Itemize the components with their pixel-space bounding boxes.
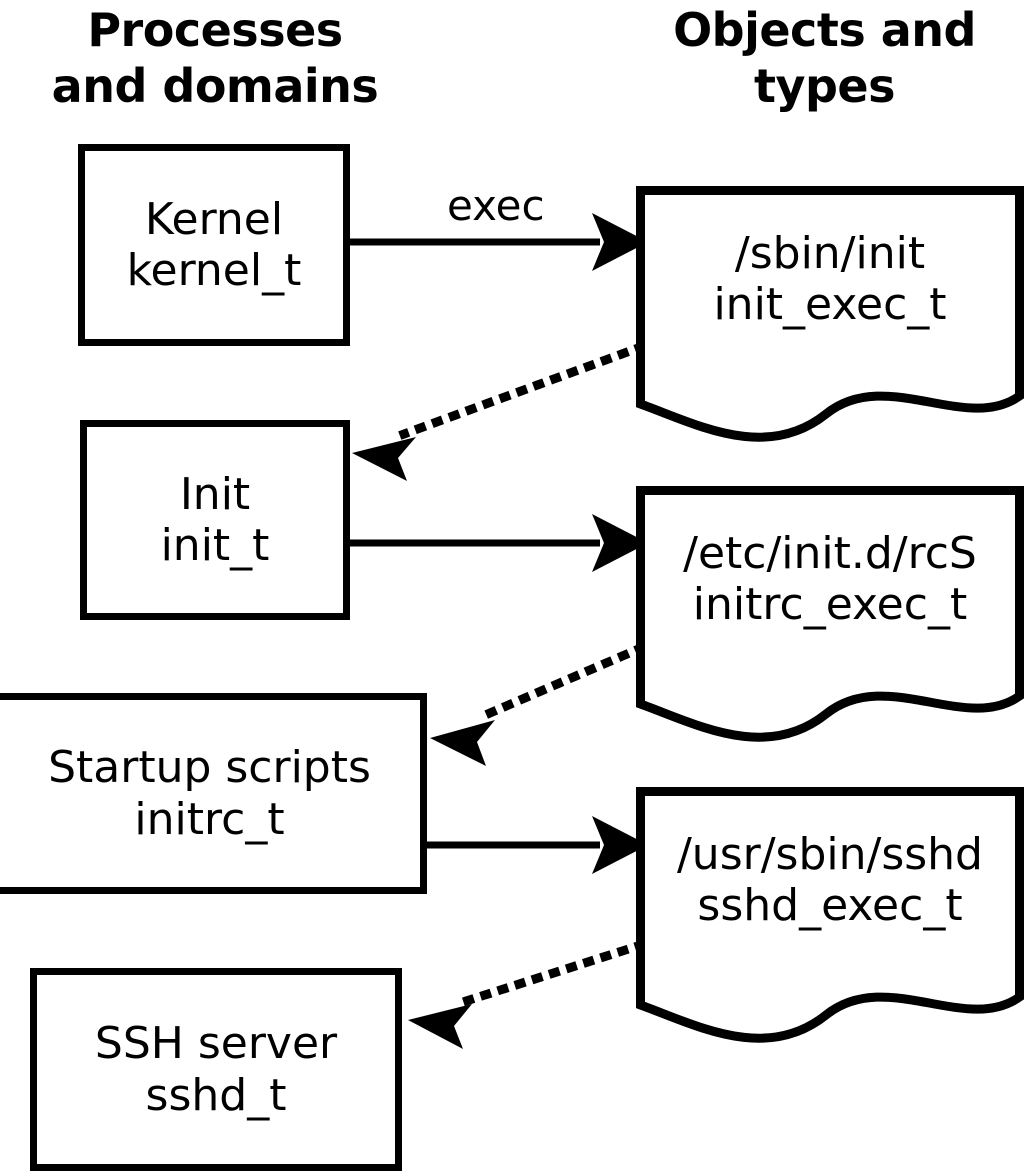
edge-initrc-exec-to-initrc	[430, 642, 647, 766]
object-doc-initrc-exec-type: initrc_exec_t	[692, 579, 968, 630]
object-doc-initrc-exec[interactable]: /etc/init.d/rcS initrc_exec_t	[636, 486, 1024, 742]
process-box-startup-scripts[interactable]: Startup scripts initrc_t	[0, 693, 427, 894]
process-box-kernel[interactable]: Kernel kernel_t	[78, 144, 350, 346]
edge-initrc-exec-sshd	[427, 816, 648, 874]
object-doc-sshd-exec-type: sshd_exec_t	[697, 880, 963, 931]
process-box-init-label: Init	[179, 468, 251, 520]
edge-label-exec: exec	[447, 181, 545, 230]
column-heading-processes: Processes and domains	[51, 3, 379, 114]
process-box-ssh-server-type: sshd_t	[145, 1069, 287, 1121]
object-doc-init-exec[interactable]: /sbin/init init_exec_t	[636, 186, 1024, 442]
object-doc-sshd-exec[interactable]: /usr/sbin/sshd sshd_exec_t	[636, 787, 1024, 1043]
process-box-init[interactable]: Init init_t	[80, 420, 350, 620]
object-doc-sshd-exec-path: /usr/sbin/sshd	[676, 829, 983, 880]
column-heading-objects: Objects and types	[673, 3, 976, 114]
object-doc-init-exec-type: init_exec_t	[713, 279, 947, 330]
process-box-init-type: init_t	[160, 520, 270, 571]
edge-init-exec-initrc	[350, 514, 648, 572]
process-box-startup-scripts-label: Startup scripts	[48, 742, 371, 794]
process-box-startup-scripts-type: initrc_t	[134, 793, 285, 845]
process-box-kernel-type: kernel_t	[126, 245, 302, 296]
object-doc-init-exec-path: /sbin/init	[734, 228, 926, 279]
object-doc-initrc-exec-path: /etc/init.d/rcS	[683, 528, 977, 579]
process-box-ssh-server-label: SSH server	[94, 1018, 338, 1070]
process-box-kernel-label: Kernel	[144, 193, 284, 245]
edge-init-exec-to-init	[352, 341, 647, 481]
process-box-ssh-server[interactable]: SSH server sshd_t	[30, 968, 402, 1171]
edge-sshd-exec-to-sshd	[408, 939, 647, 1049]
